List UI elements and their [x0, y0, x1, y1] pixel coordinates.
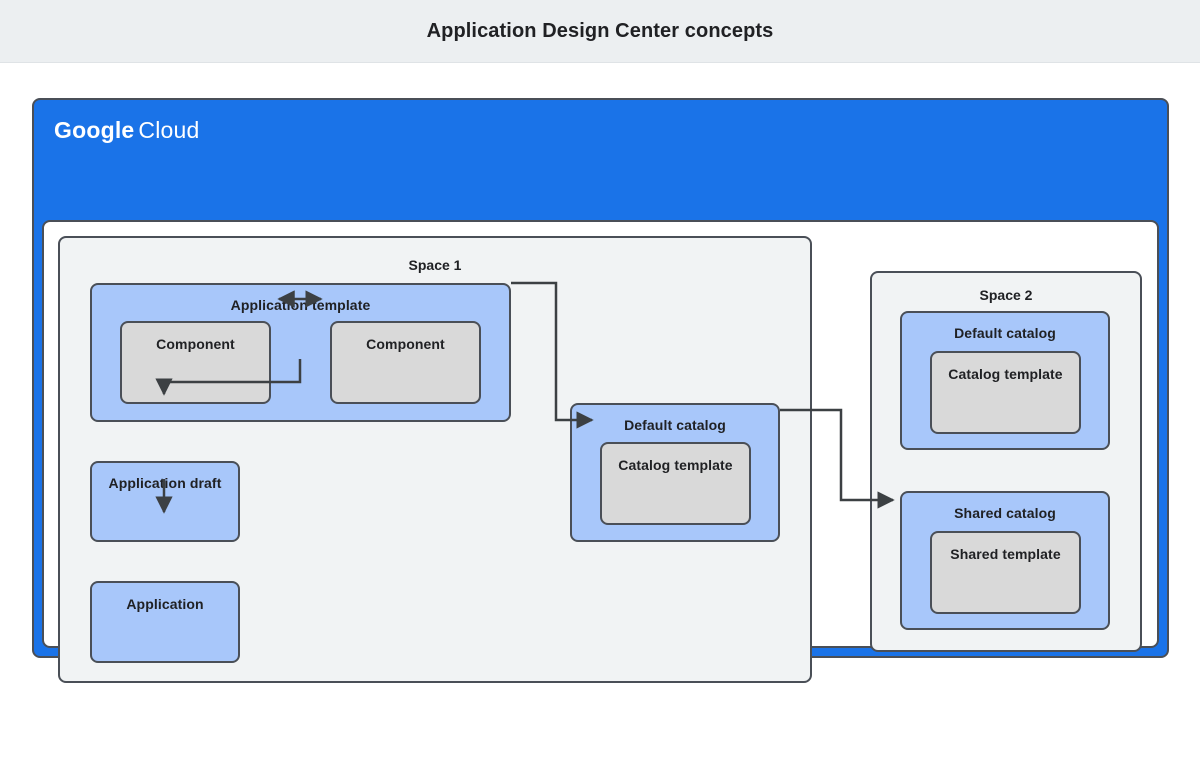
catalog-template-space1-node[interactable]: Catalog template — [600, 442, 751, 525]
space-1-label: Space 1 — [408, 257, 462, 273]
application-label: Application — [126, 596, 204, 612]
catalog-template-space2-node[interactable]: Catalog template — [930, 351, 1081, 434]
component-right-node[interactable]: Component — [330, 321, 481, 404]
component-right-label: Component — [366, 336, 445, 352]
default-catalog-space1-label: Default catalog — [624, 417, 726, 433]
space-2-label: Space 2 — [979, 287, 1033, 303]
google-cloud-logo-google: Google — [54, 117, 135, 143]
shared-catalog-label: Shared catalog — [954, 505, 1056, 521]
google-cloud-logo-cloud: Cloud — [138, 117, 200, 143]
component-left-node[interactable]: Component — [120, 321, 271, 404]
default-catalog-space2-label: Default catalog — [954, 325, 1056, 341]
title-bar: Application Design Center concepts — [0, 0, 1200, 63]
page-title: Application Design Center concepts — [426, 19, 774, 42]
application-draft-node[interactable]: Application draft — [90, 461, 240, 542]
shared-template-label: Shared template — [950, 546, 1061, 562]
component-left-label: Component — [156, 336, 235, 352]
catalog-template-space2-label: Catalog template — [948, 366, 1063, 382]
catalog-template-space1-label: Catalog template — [618, 457, 733, 473]
shared-template-node[interactable]: Shared template — [930, 531, 1081, 614]
application-template-label: Application template — [230, 297, 371, 313]
application-draft-label: Application draft — [108, 475, 222, 491]
application-node[interactable]: Application — [90, 581, 240, 663]
